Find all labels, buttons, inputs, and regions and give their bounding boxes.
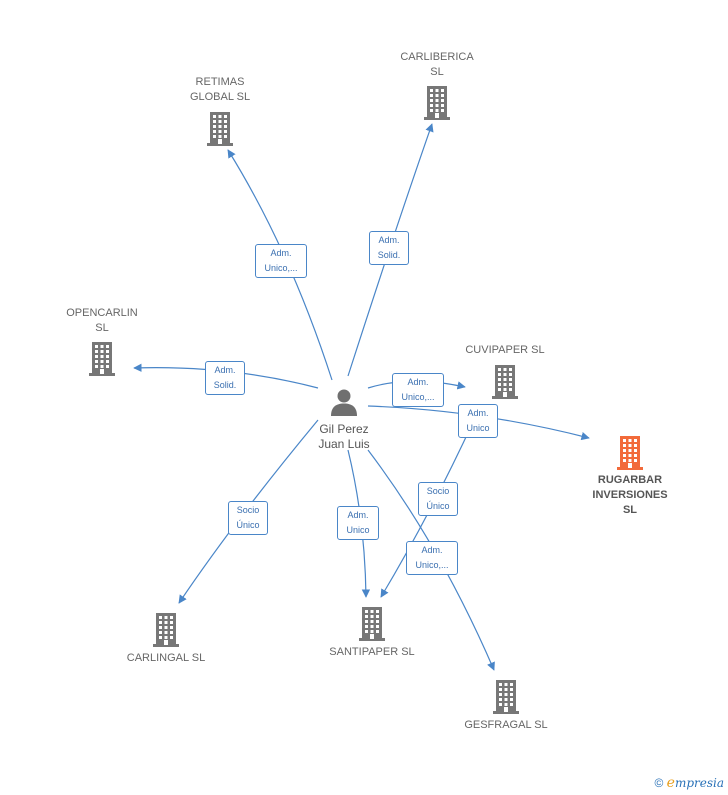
relation-label-carliberica[interactable]: Adm. Solid. bbox=[369, 231, 409, 265]
building-icon bbox=[617, 436, 643, 470]
building-icon bbox=[424, 86, 450, 120]
company-label-carliberica: CARLIBERICA SL bbox=[400, 51, 474, 78]
company-label-retimas: RETIMAS GLOBAL SL bbox=[189, 76, 251, 103]
company-node-rugarbar[interactable] bbox=[614, 434, 646, 475]
relation-label-cuvipaper[interactable]: Adm. Unico,... bbox=[392, 373, 444, 407]
relation-label-opencarlin[interactable]: Adm. Solid. bbox=[205, 361, 245, 395]
company-label-carlingal: CARLINGAL SL bbox=[126, 652, 206, 664]
company-label-opencarlin: OPENCARLIN SL bbox=[66, 307, 138, 334]
brand-rest: mpresia bbox=[674, 776, 724, 790]
building-icon bbox=[207, 112, 233, 146]
relation-label-gesfragal[interactable]: Adm. Unico,... bbox=[406, 541, 458, 575]
building-icon bbox=[493, 680, 519, 714]
company-label-cuvipaper: CUVIPAPER SL bbox=[465, 344, 545, 356]
building-icon bbox=[89, 342, 115, 376]
relation-label-retimas[interactable]: Adm. Unico,... bbox=[255, 244, 307, 278]
relation-label-carlingal[interactable]: Socio Único bbox=[228, 501, 268, 535]
building-icon bbox=[359, 607, 385, 641]
company-node-cuvipaper[interactable] bbox=[489, 363, 521, 404]
company-node-carliberica[interactable] bbox=[421, 84, 453, 125]
person-icon bbox=[331, 389, 357, 416]
footer-brand: © empresia bbox=[654, 775, 724, 791]
company-node-opencarlin[interactable] bbox=[86, 340, 118, 381]
company-label-santipaper: SANTIPAPER SL bbox=[329, 646, 415, 658]
relation-label-rugarbar[interactable]: Adm. Unico bbox=[458, 404, 498, 438]
building-icon bbox=[492, 365, 518, 399]
company-node-carlingal[interactable] bbox=[150, 611, 182, 652]
company-label-gesfragal: GESFRAGAL SL bbox=[464, 719, 548, 731]
company-node-santipaper[interactable] bbox=[356, 605, 388, 646]
company-label-rugarbar: RUGARBAR INVERSIONES SL bbox=[592, 474, 668, 516]
copyright-symbol: © bbox=[654, 776, 664, 790]
company-node-gesfragal[interactable] bbox=[490, 678, 522, 719]
building-icon bbox=[153, 613, 179, 647]
relation-label-santipaper[interactable]: Socio Único bbox=[418, 482, 458, 516]
center-person-label: Gil Perez Juan Luis bbox=[318, 422, 370, 451]
relation-label-santipaper[interactable]: Adm. Unico bbox=[337, 506, 379, 540]
company-node-retimas[interactable] bbox=[204, 110, 236, 151]
brand-initial: e bbox=[666, 775, 675, 791]
